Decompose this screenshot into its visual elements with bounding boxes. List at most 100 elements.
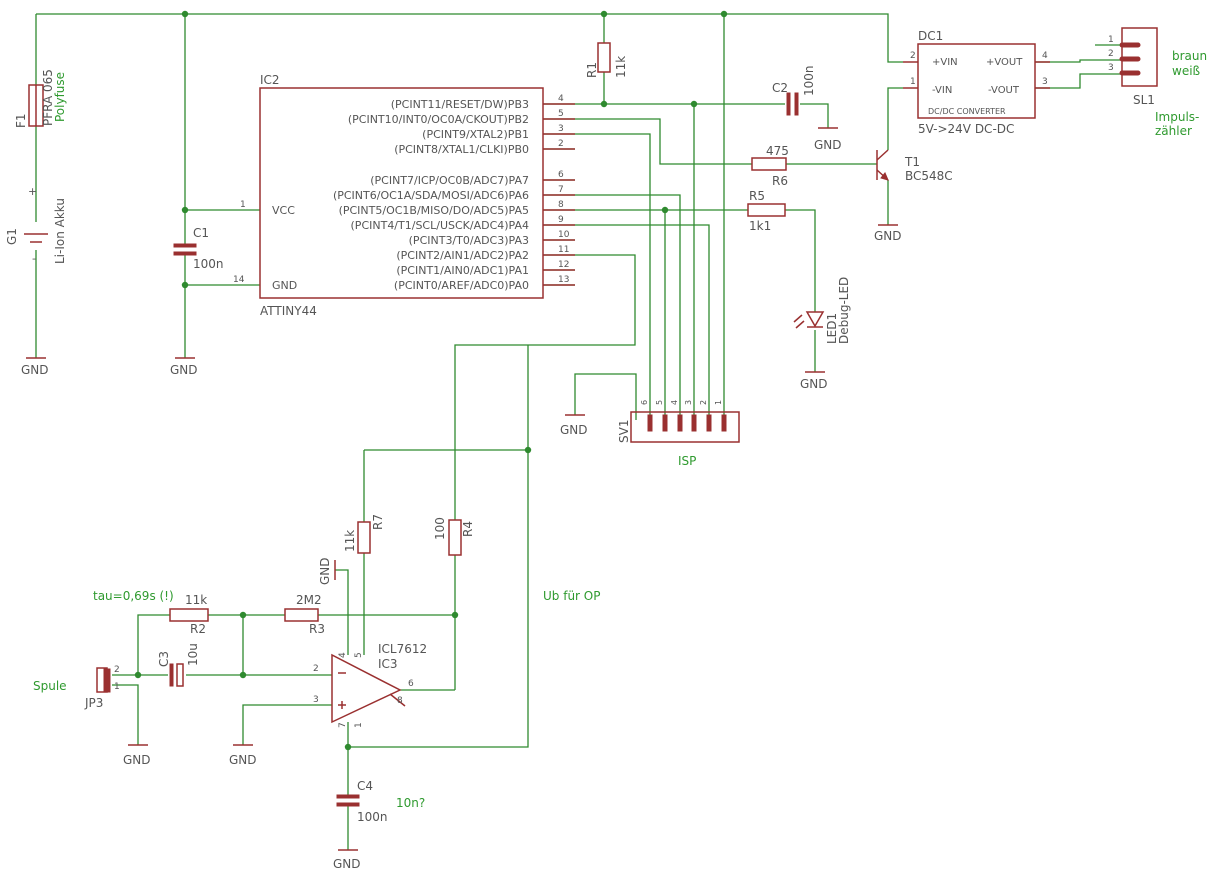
dc1-vin-plus: +VIN <box>932 57 958 68</box>
sl1-wire1: braun <box>1172 49 1207 63</box>
gnd-label: GND <box>814 138 842 152</box>
ic2-pin-label: (PCINT10/INT0/OC0A/CKOUT)PB2 <box>348 113 529 126</box>
resistor-r5: R5 1k1 <box>747 189 786 233</box>
ic3-value: ICL7612 <box>378 642 427 656</box>
r7-value: 11k <box>343 530 357 552</box>
resistor-r3: 2M2 R3 <box>284 593 325 636</box>
jp3-pin-num: 1 <box>114 682 120 692</box>
tau-note: tau=0,69s (!) <box>93 589 174 603</box>
dc1-pin-num: 2 <box>910 51 916 61</box>
c1-name: C1 <box>193 226 209 240</box>
sv1-pin <box>721 414 727 432</box>
r4-value: 100 <box>433 517 447 540</box>
sv1-pin <box>647 414 653 432</box>
g1-minus: - <box>32 252 36 265</box>
gnd-symbol-c4: GND <box>333 849 361 871</box>
sv1-pin <box>677 414 683 432</box>
r2-value: 11k <box>185 593 207 607</box>
c4-value: 100n <box>357 810 388 824</box>
gnd-symbol-g1: GND <box>21 357 49 377</box>
dc1-pin-num: 3 <box>1042 77 1048 87</box>
ic3-pin-num: 6 <box>408 679 414 689</box>
sv1-pin <box>706 414 712 432</box>
t1-name: T1 <box>904 155 920 169</box>
g1-name: G1 <box>5 228 19 245</box>
ic3-pin-num: 1 <box>354 722 364 728</box>
resistor-r6: 475 R6 <box>751 144 789 188</box>
gnd-symbol-t1: GND <box>874 224 902 243</box>
sv1-pin <box>691 414 697 432</box>
sv1-pin-num: 3 <box>684 400 693 405</box>
dc1-vout-minus: -VOUT <box>988 85 1020 96</box>
battery-g1: + - G1 Li-Ion Akku <box>5 185 67 265</box>
gnd-label: GND <box>229 753 257 767</box>
gnd-label: GND <box>21 363 49 377</box>
ic2-pin-num: 1 <box>240 200 246 210</box>
ic3-pin-num: 7 <box>338 722 348 728</box>
r6-value: 475 <box>766 144 789 158</box>
r3-name: R3 <box>309 622 325 636</box>
gnd-symbol-op3: GND <box>229 744 257 767</box>
sl1-note2: zähler <box>1155 124 1192 138</box>
ic2-pin-num: 13 <box>558 275 569 285</box>
jumper-jp3: 2 1 JP3 <box>84 665 120 710</box>
ic2-pin-num: 8 <box>558 200 564 210</box>
ic2-pin-label: (PCINT7/ICP/OC0B/ADC7)PA7 <box>370 174 529 187</box>
ic2-pin-label: (PCINT1/AIN0/ADC1)PA1 <box>396 264 529 277</box>
ic2-pin-num: 6 <box>558 170 564 180</box>
ic3-pin-num: 8 <box>397 696 403 706</box>
f1-name: F1 <box>14 113 28 128</box>
ub-op-note: Ub für OP <box>543 589 600 603</box>
dc1-value: 5V->24V DC-DC <box>918 122 1014 136</box>
f1-value: PFRA 065 <box>41 69 55 126</box>
r7-name: R7 <box>371 514 385 530</box>
fuse-f1: F1 PFRA 065 Polyfuse <box>14 69 67 128</box>
ic2-pin-num: 10 <box>558 230 570 240</box>
gnd-symbol-op4: GND <box>318 557 336 585</box>
resistor-r4: 100 R4 <box>433 517 475 556</box>
c3-value: 10u <box>186 643 200 666</box>
ic2-pin-label: (PCINT8/XTAL1/CLKI)PB0 <box>394 143 529 156</box>
sl1-wire2: weiß <box>1172 64 1201 78</box>
gnd-symbols: GND GND GND GND GND GND GND GND GND GND <box>21 127 902 871</box>
ic2-pin-label: (PCINT5/OC1B/MISO/DO/ADC5)PA5 <box>339 204 529 217</box>
connector-sl1: 1 2 3 braun weiß SL1 Impuls- zähler <box>1095 27 1207 138</box>
spule-label: Spule <box>33 679 67 693</box>
g1-plus: + <box>28 185 37 198</box>
ic2-gnd-label: GND <box>272 279 297 292</box>
capacitor-c2: C2 100n <box>772 65 816 116</box>
dc1-vout-plus: +VOUT <box>986 57 1023 68</box>
resistor-r1: R1 11k <box>585 42 628 78</box>
sv1-pin-num: 2 <box>699 400 708 405</box>
r2-name: R2 <box>190 622 206 636</box>
g1-note: Li-Ion Akku <box>53 198 67 264</box>
gnd-symbol-led: GND <box>800 371 828 391</box>
resistor-r2: 11k R2 <box>169 593 209 636</box>
t1-value: BC548C <box>905 169 953 183</box>
gnd-label: GND <box>318 557 332 585</box>
sv1-label: ISP <box>678 454 696 468</box>
led1-value: Debug-LED <box>837 277 851 344</box>
ic3-name: IC3 <box>378 657 398 671</box>
ic2-pin-num: 4 <box>558 94 564 104</box>
ic2-pin-label: (PCINT9/XTAL2)PB1 <box>422 128 529 141</box>
jp3-name: JP3 <box>84 696 103 710</box>
f1-note: Polyfuse <box>53 72 67 122</box>
ic3-pin-num: 2 <box>313 664 319 674</box>
capacitor-c3: C3 10u <box>157 643 200 687</box>
gnd-label: GND <box>333 857 361 871</box>
c3-name: C3 <box>157 651 171 667</box>
r5-name: R5 <box>749 189 765 203</box>
ic2-pin-num: 14 <box>233 275 245 285</box>
ic2-pin-label: (PCINT4/T1/SCL/USCK/ADC4)PA4 <box>351 219 529 232</box>
sl1-pin-num: 2 <box>1108 49 1114 59</box>
ic2-pin-num: 12 <box>558 260 569 270</box>
gnd-symbol-c2: GND <box>814 127 842 152</box>
dc1-name: DC1 <box>918 29 943 43</box>
led-led1: LED1 Debug-LED <box>793 277 851 344</box>
c1-value: 100n <box>193 257 224 271</box>
r1-name: R1 <box>585 62 599 78</box>
r4-name: R4 <box>461 521 475 537</box>
